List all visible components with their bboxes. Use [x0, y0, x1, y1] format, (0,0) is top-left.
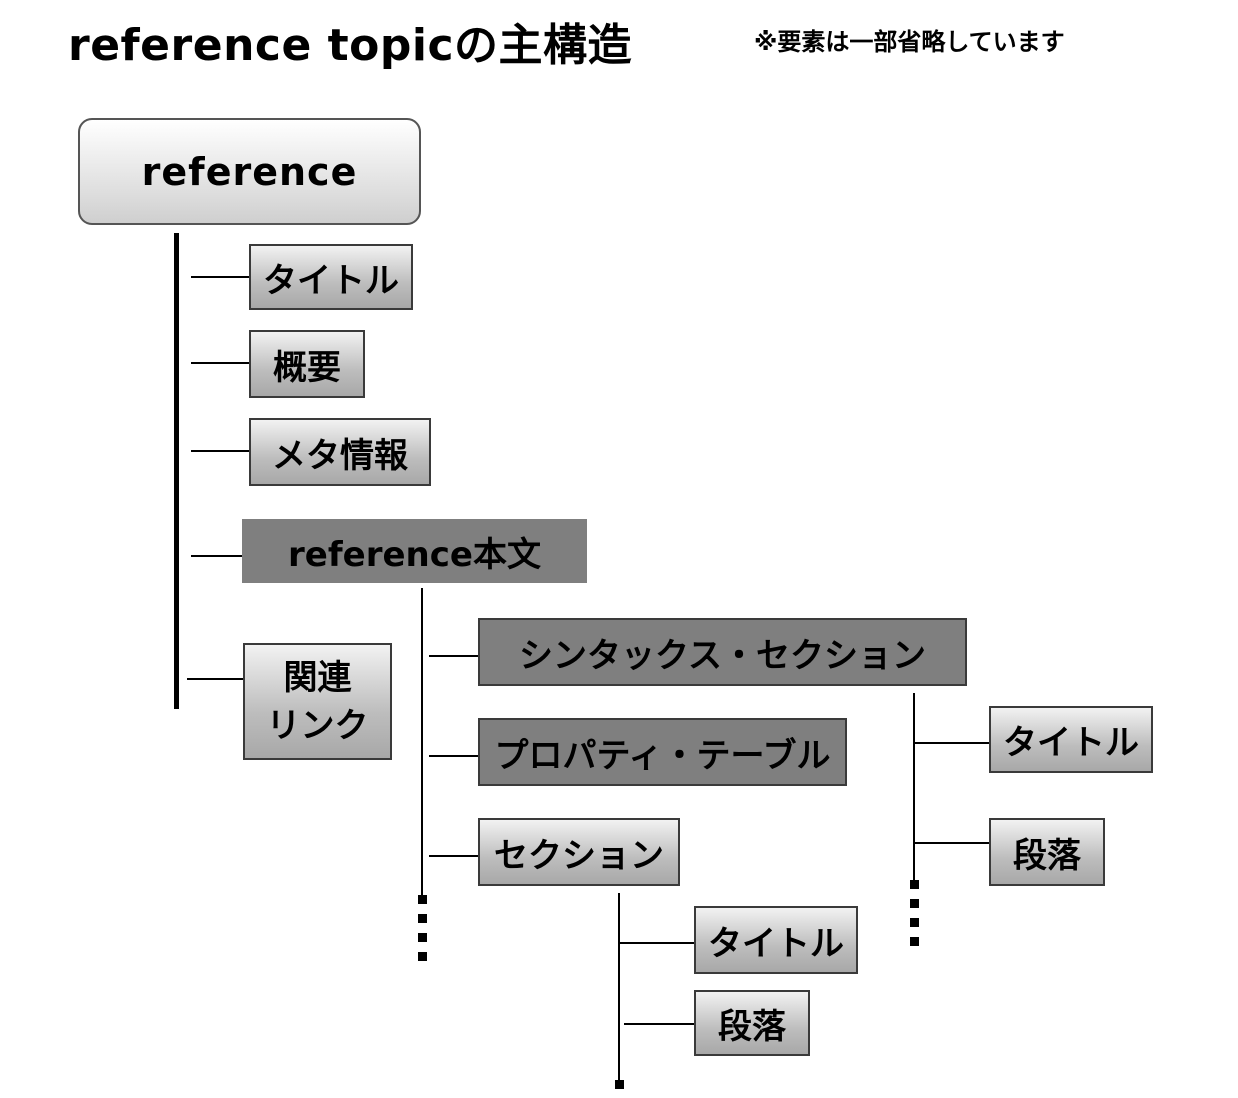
connector-branch-syntax — [429, 655, 478, 657]
connector-branch-summary — [191, 362, 249, 364]
connector-branch-section-paragraph — [624, 1023, 694, 1025]
connector-branch-title — [191, 276, 249, 278]
continuation-dot-body-1 — [418, 895, 427, 904]
node-reference-body: reference本文 — [242, 519, 587, 583]
connector-branch-syntax-title — [915, 742, 989, 744]
connector-branch-related — [187, 678, 243, 680]
node-related-links-line2: リンク — [266, 705, 369, 746]
connector-trunk-section — [618, 893, 620, 1081]
connector-branch-section — [429, 855, 478, 857]
continuation-dot-syntax-4 — [910, 937, 919, 946]
continuation-dot-body-3 — [418, 933, 427, 942]
continuation-dot-body-2 — [418, 914, 427, 923]
node-property-table: プロパティ・テーブル — [478, 718, 847, 786]
node-summary: 概要 — [249, 330, 365, 398]
connector-trunk-main — [174, 233, 179, 709]
continuation-dot-body-4 — [418, 952, 427, 961]
node-section: セクション — [478, 818, 680, 886]
continuation-dot-section-1 — [615, 1080, 624, 1089]
node-section-paragraph: 段落 — [694, 990, 810, 1056]
connector-branch-property — [429, 755, 478, 757]
connector-branch-body — [191, 555, 242, 557]
continuation-dot-syntax-3 — [910, 918, 919, 927]
node-reference: reference — [78, 118, 421, 225]
page-title: reference topicの主構造 — [68, 20, 633, 71]
connector-branch-syntax-paragraph — [915, 842, 989, 844]
node-syntax-paragraph: 段落 — [989, 818, 1105, 886]
connector-trunk-body — [421, 588, 423, 896]
connector-branch-section-title — [620, 942, 694, 944]
node-syntax-section: シンタックス・セクション — [478, 618, 967, 686]
continuation-dot-syntax-2 — [910, 899, 919, 908]
connector-branch-meta — [191, 450, 249, 452]
connector-trunk-syntax — [913, 693, 915, 883]
node-title: タイトル — [249, 244, 413, 310]
continuation-dot-syntax-1 — [910, 880, 919, 889]
node-syntax-title: タイトル — [989, 706, 1153, 773]
node-section-title: タイトル — [694, 906, 858, 974]
node-meta: メタ情報 — [249, 418, 431, 486]
omission-note: ※要素は一部省略しています — [754, 28, 1065, 56]
node-related-links-line1: 関連 — [283, 657, 352, 698]
node-related-links: 関連 リンク — [243, 643, 392, 760]
